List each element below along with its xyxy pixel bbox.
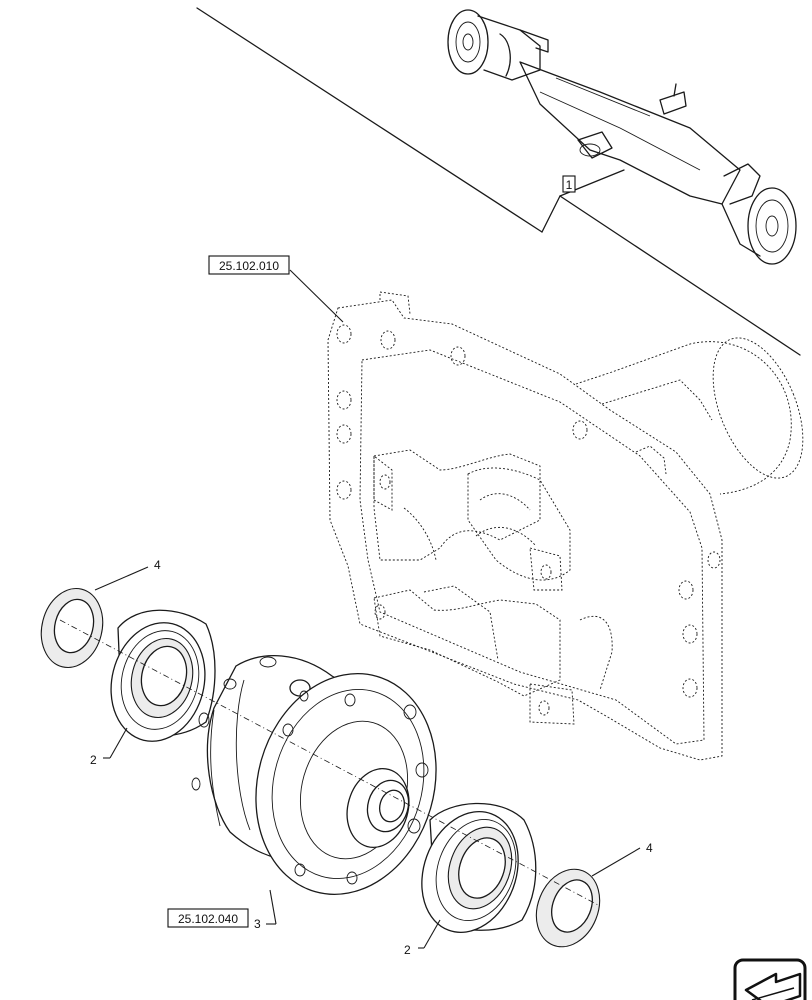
callout-item-ring-left: 4	[154, 558, 161, 572]
callout-ref-axle: 1	[566, 178, 573, 192]
callout-box-housing	[208, 255, 290, 275]
callout-ref-housing: 25.102.010	[219, 259, 279, 273]
callout-item-bearing-right: 2	[404, 943, 411, 957]
differential-carrier: 25.102.040 3	[167, 655, 437, 931]
callout-box-axle	[562, 175, 576, 193]
callout-ref-differential: 25.102.040	[178, 912, 238, 926]
axle-assembly-overview: 1	[196, 7, 801, 356]
bearing-left: 2	[90, 609, 216, 767]
thrust-ring-left: 4	[40, 558, 161, 669]
callout-item-bearing-left: 2	[90, 753, 97, 767]
callout-item-differential: 3	[254, 917, 261, 931]
next-page-arrow-icon[interactable]	[733, 958, 807, 1000]
callout-box-differential	[167, 908, 249, 928]
bearing-right: 2	[404, 802, 537, 957]
callout-item-ring-right: 4	[646, 841, 653, 855]
thrust-ring-right: 4	[535, 841, 653, 948]
assembly-axis	[59, 619, 601, 907]
differential-housing: 25.102.010	[208, 255, 804, 761]
